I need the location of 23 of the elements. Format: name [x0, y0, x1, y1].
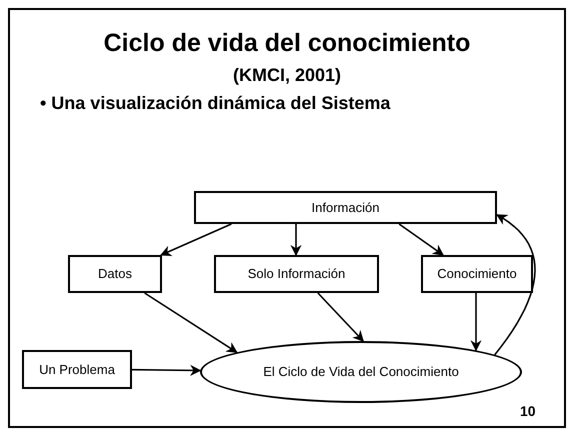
process-box	[194, 191, 497, 224]
arrow	[317, 292, 364, 342]
citation: (KMCI, 2001)	[232, 64, 342, 86]
node-label: Un Problema	[39, 360, 115, 379]
arrow	[398, 223, 444, 256]
process-box	[214, 255, 379, 293]
node-label: Datos	[98, 265, 132, 284]
page-number: 10	[520, 404, 536, 418]
process-box	[68, 255, 162, 293]
process-box	[421, 255, 533, 293]
arrow	[494, 214, 536, 356]
node-label: El Ciclo de Vida del Conocimiento	[263, 363, 459, 382]
bullet-text: • Una visualización dinámica del Sistema	[40, 92, 392, 114]
node-label: Solo Información	[248, 265, 346, 284]
node-label: Conocimiento	[437, 265, 517, 284]
title: Ciclo de vida del conocimiento	[102, 28, 472, 59]
arrow	[144, 292, 238, 353]
node-label: Información	[312, 198, 380, 217]
arrow	[160, 223, 232, 256]
arrow	[132, 364, 202, 376]
arrow	[470, 293, 482, 352]
arrow	[290, 224, 302, 256]
process-box	[22, 350, 132, 389]
